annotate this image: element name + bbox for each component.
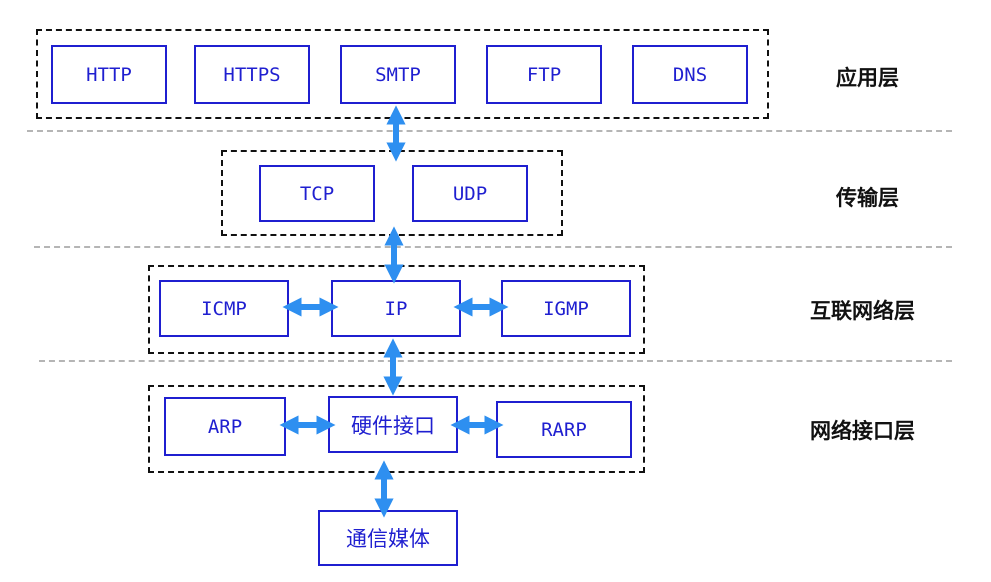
separator-application-transport	[27, 130, 952, 132]
ftp-node: FTP	[486, 45, 602, 104]
https-node: HTTPS	[194, 45, 310, 104]
http-node: HTTP	[51, 45, 167, 104]
separator-internet-link	[39, 360, 952, 362]
arp-node: ARP	[164, 397, 286, 456]
tcp-node: TCP	[259, 165, 375, 222]
layer-label-application: 应用层	[836, 66, 899, 90]
separator-transport-internet	[34, 246, 952, 248]
layer-label-link: 网络接口层	[810, 419, 915, 443]
layer-label-internet: 互联网络层	[810, 299, 915, 323]
dns-node: DNS	[632, 45, 748, 104]
hardware-interface-node: 硬件接口	[328, 396, 458, 453]
udp-node: UDP	[412, 165, 528, 222]
rarp-node: RARP	[496, 401, 632, 458]
icmp-node: ICMP	[159, 280, 289, 337]
layer-label-transport: 传输层	[836, 186, 899, 210]
smtp-node: SMTP	[340, 45, 456, 104]
igmp-node: IGMP	[501, 280, 631, 337]
